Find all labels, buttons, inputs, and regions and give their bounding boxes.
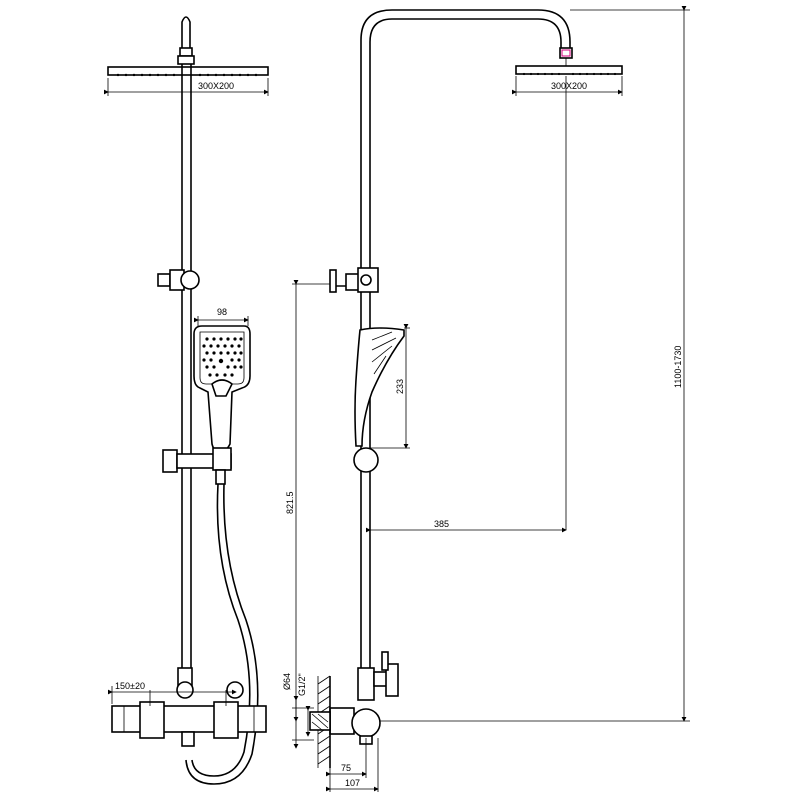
spray-nozzles xyxy=(202,337,243,377)
inlet-spacing-dimension: 150±20 xyxy=(115,681,145,691)
front-handheld-shower: 98 xyxy=(193,307,251,453)
wall-depth-outer-dimension: 107 xyxy=(345,778,360,788)
handheld-height-dimension: 233 xyxy=(395,379,405,394)
front-diverter-knob xyxy=(157,269,200,291)
wall-depth-inner-dimension: 75 xyxy=(341,763,351,773)
front-view: 300X200 98 xyxy=(104,16,269,785)
side-head-dimension: 300X200 xyxy=(551,81,587,91)
side-slide-holder xyxy=(353,447,379,473)
pipe-diameter-dimension: Ø64 xyxy=(282,673,292,690)
total-height-dimension: 1100-1730 xyxy=(673,346,683,388)
front-slide-bracket xyxy=(162,447,232,473)
handheld-width-dimension: 98 xyxy=(217,307,227,317)
side-handheld-shower: 233 xyxy=(354,324,410,449)
side-mixer xyxy=(329,651,399,745)
side-diverter xyxy=(329,267,379,293)
thread-dimension: G1/2" xyxy=(297,673,307,696)
side-view: 300X200 1100-1730 2 xyxy=(282,6,690,792)
front-head-dimension: 300X200 xyxy=(198,81,234,91)
inlet-height-dimension: 821.5 xyxy=(285,491,295,514)
front-rain-head: 300X200 xyxy=(104,66,269,96)
arm-reach-dimension: 385 xyxy=(434,519,449,529)
wall-section xyxy=(309,675,331,768)
side-rain-head: 300X200 xyxy=(512,65,623,96)
front-mixer-valve xyxy=(111,667,267,747)
